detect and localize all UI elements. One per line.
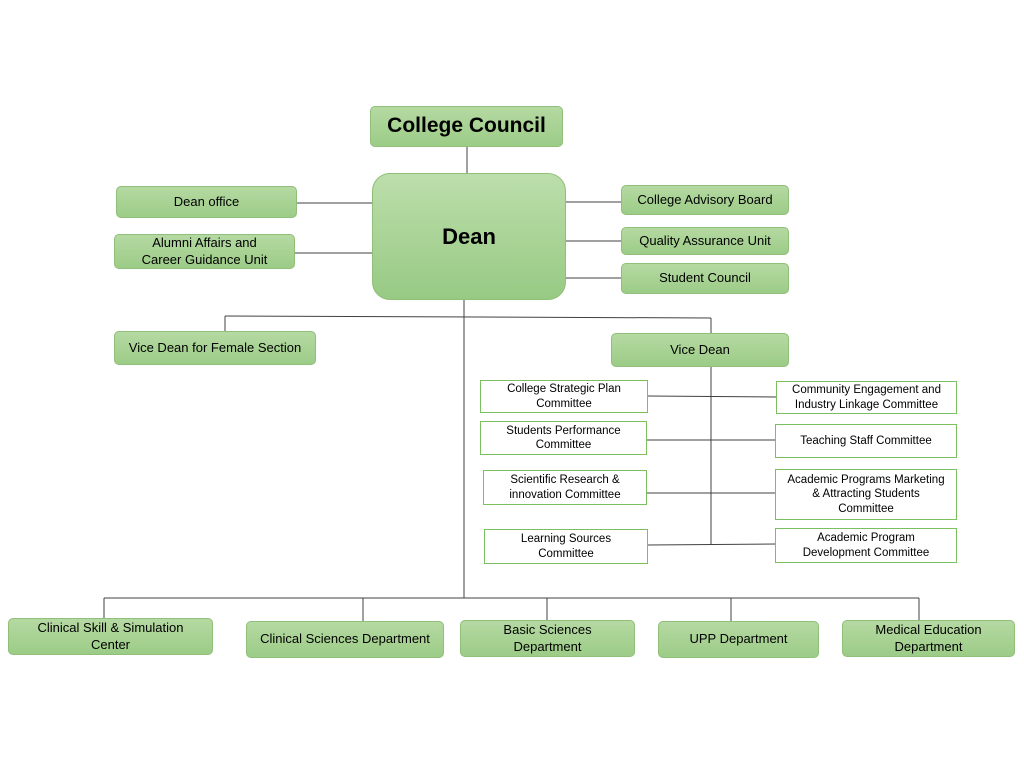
committee-teaching-staff: Teaching Staff Committee: [775, 424, 957, 458]
committee-label-line1: Academic Program: [817, 532, 915, 545]
committee-label-line2: Industry Linkage Committee: [794, 398, 939, 411]
dept-clinical-sciences: Clinical Sciences Department: [246, 621, 444, 658]
dept-label-line2: Department: [894, 638, 963, 654]
alumni-affairs-box: Alumni Affairs and Career Guidance Unit: [114, 234, 295, 269]
alumni-affairs-line1: Alumni Affairs and: [152, 235, 257, 251]
committee-learning-sources: Learning Sources Committee: [484, 529, 648, 564]
dept-label-line1: Medical Education: [875, 622, 982, 638]
committee-label-line2: Committee: [536, 397, 592, 410]
college-council-box: College Council: [370, 106, 563, 147]
dept-label-line1: Basic Sciences: [503, 622, 592, 638]
advisory-board-label: College Advisory Board: [637, 191, 773, 207]
advisory-board-box: College Advisory Board: [621, 185, 789, 215]
committee-students-performance: Students Performance Committee: [480, 421, 647, 455]
committee-label-line1: Scientific Research &: [510, 474, 620, 487]
dean-box: Dean: [372, 173, 566, 300]
committee-label-line1: Students Performance: [506, 424, 621, 437]
quality-assurance-box: Quality Assurance Unit: [621, 227, 789, 255]
committee-strategic-plan: College Strategic Plan Committee: [480, 380, 648, 413]
vice-dean-female-box: Vice Dean for Female Section: [114, 331, 316, 365]
dept-clinical-skill: Clinical Skill & Simulation Center: [8, 618, 213, 655]
dept-label-line2: Department: [513, 638, 582, 654]
dept-medical-education: Medical Education Department: [842, 620, 1015, 657]
committee-label-line2: innovation Committee: [509, 488, 621, 501]
dept-label-line1: Clinical Skill & Simulation: [37, 620, 184, 636]
quality-assurance-label: Quality Assurance Unit: [639, 232, 771, 248]
committee-label-line1: Teaching Staff Committee: [800, 434, 932, 447]
vice-dean-box: Vice Dean: [611, 333, 789, 367]
dept-basic-sciences: Basic Sciences Department: [460, 620, 635, 657]
vice-dean-female-label: Vice Dean for Female Section: [128, 339, 302, 355]
dean-office-label: Dean office: [173, 193, 240, 209]
dean-label: Dean: [442, 223, 496, 249]
committee-scientific-research: Scientific Research & innovation Committ…: [483, 470, 647, 505]
dept-label-line1: Clinical Sciences Department: [260, 631, 430, 647]
committee-label-line1: College Strategic Plan: [507, 383, 621, 396]
vice-dean-label: Vice Dean: [670, 341, 730, 357]
committee-label-line2: Committee: [538, 547, 594, 560]
committee-label-line2: Development Committee: [802, 546, 930, 559]
committee-label-line1: Learning Sources: [520, 533, 612, 546]
college-council-label: College Council: [387, 114, 546, 138]
committee-program-development: Academic Program Development Committee: [775, 528, 957, 563]
committee-label-line1: Community Engagement and: [792, 384, 941, 397]
committee-label-line1: Academic Programs Marketing: [787, 473, 945, 486]
dept-upp: UPP Department: [658, 621, 819, 658]
committee-label-line3: Committee: [838, 502, 894, 515]
student-council-label: Student Council: [659, 270, 751, 286]
committee-label-line2: & Attracting Students: [812, 488, 920, 501]
dean-office-box: Dean office: [116, 186, 297, 218]
committee-community-engagement: Community Engagement and Industry Linkag…: [776, 381, 957, 414]
dept-label-line1: UPP Department: [689, 631, 788, 647]
committee-academic-marketing: Academic Programs Marketing & Attracting…: [775, 469, 957, 520]
committee-label-line2: Committee: [535, 439, 592, 451]
alumni-affairs-line2: Career Guidance Unit: [141, 251, 268, 267]
student-council-box: Student Council: [621, 263, 789, 294]
dept-label-line2: Center: [90, 636, 131, 652]
